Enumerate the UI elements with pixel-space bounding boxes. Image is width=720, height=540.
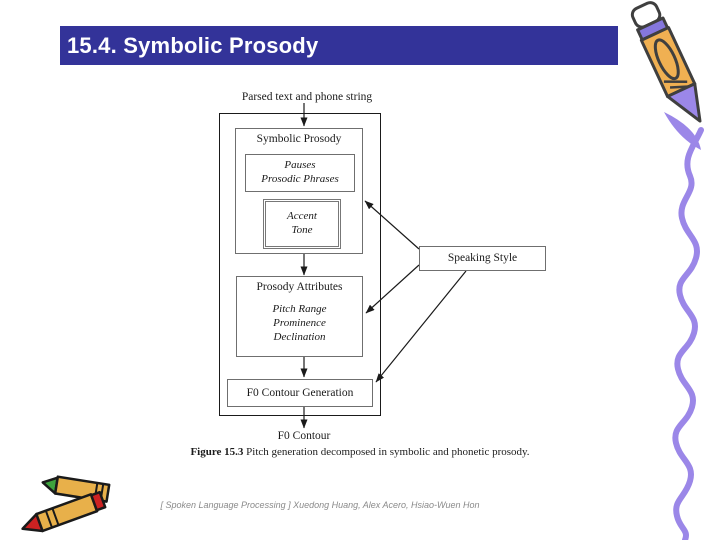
pauses-line1: Pauses bbox=[284, 159, 316, 171]
arrow-style-to-attributes bbox=[365, 264, 420, 314]
page-title: 15.4. Symbolic Prosody bbox=[67, 33, 319, 58]
pauses-line2: Prosodic Phrases bbox=[261, 173, 339, 186]
footer-credits: [ Spoken Language Processing ] Xuedong H… bbox=[160, 500, 480, 510]
attribute-pitch-range: Pitch Range bbox=[272, 303, 327, 315]
figure-caption-label: Figure 15.3 bbox=[190, 446, 244, 458]
speaking-style-box: Speaking Style bbox=[419, 246, 546, 271]
arrow-style-to-symbolic bbox=[364, 200, 420, 250]
f0-generation-box: F0 Contour Generation bbox=[227, 379, 373, 407]
input-label: Parsed text and phone string bbox=[241, 91, 373, 103]
attribute-declination: Declination bbox=[273, 331, 326, 344]
accent-tone-box: Accent Tone bbox=[263, 199, 341, 249]
figure-caption: Figure 15.3 Pitch generation decomposed … bbox=[60, 446, 660, 458]
prosody-attributes-title: Prosody Attributes bbox=[256, 281, 343, 293]
pencil-swoosh bbox=[664, 112, 701, 150]
prosody-attributes-box: Prosody Attributes Pitch Range Prominenc… bbox=[236, 276, 363, 357]
crayons-icon bbox=[21, 475, 111, 533]
accent-line2: Tone bbox=[291, 224, 313, 237]
figure-caption-text: Pitch generation decomposed in symbolic … bbox=[243, 446, 530, 458]
accent-line1: Accent bbox=[287, 210, 317, 222]
symbolic-prosody-title: Symbolic Prosody bbox=[256, 133, 342, 145]
pencil-decoration-svg bbox=[630, 1, 704, 540]
output-label: F0 Contour bbox=[277, 430, 331, 442]
pauses-box: Pauses Prosodic Phrases bbox=[245, 154, 355, 192]
pencil-icon bbox=[630, 1, 702, 123]
arrow-style-to-f0gen bbox=[375, 270, 467, 383]
squiggle-line bbox=[672, 127, 704, 540]
crayon-red-end bbox=[90, 490, 107, 512]
flowchart-outer-box bbox=[219, 113, 381, 416]
header-bar: 15.4. Symbolic Prosody bbox=[60, 26, 618, 65]
attribute-prominence: Prominence bbox=[273, 317, 326, 330]
